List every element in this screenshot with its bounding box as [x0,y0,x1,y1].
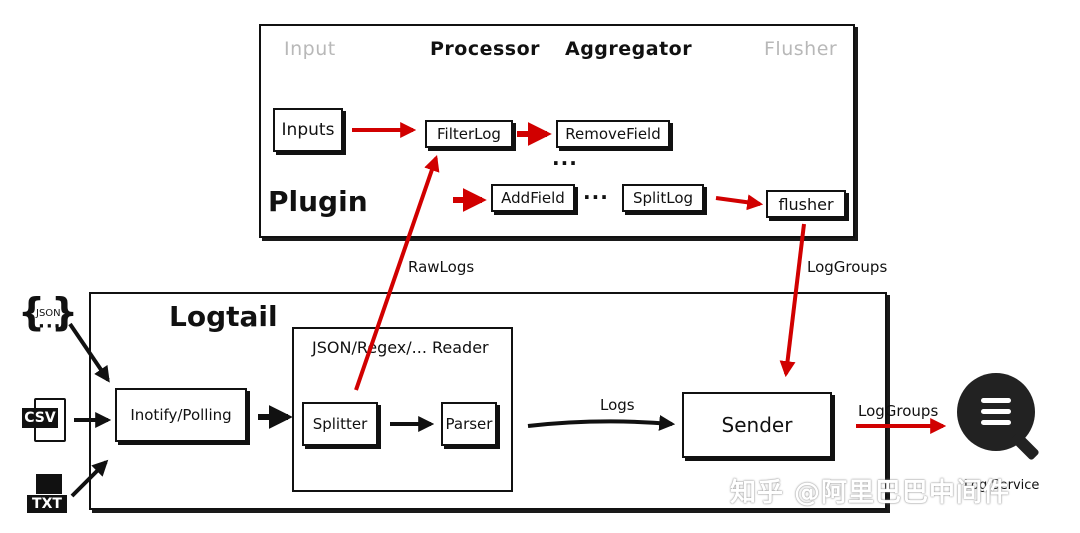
addfield-node: AddField [491,184,575,212]
reader-title: JSON/Regex/... Reader [312,338,489,357]
filterlog-node: FilterLog [425,120,513,148]
splitter-node: Splitter [302,402,378,446]
parser-node: Parser [441,402,497,446]
flusher-node: flusher [766,190,846,218]
splitlog-node: SplitLog [622,184,704,212]
stage-aggregator: Aggregator [565,38,693,60]
loggroups-right-label: LogGroups [858,402,939,420]
inotify-node: Inotify/Polling [115,388,247,442]
plugin-ellipsis-upper: ... [552,146,578,170]
watermark: 知乎 @阿里巴巴中间件 [730,478,1011,508]
plugin-title: Plugin [268,185,368,218]
stage-flusher: Flusher [764,38,838,60]
csv-label: CSV [22,408,58,428]
logtail-title: Logtail [169,300,278,333]
plugin-ellipsis-lower: ... [583,180,609,204]
stage-processor: Processor [430,38,541,60]
json-braces-icon: { } JSON ··· [18,290,78,337]
log-service-label: Log Service [964,478,1040,493]
stage-input: Input [284,38,336,60]
txt-file-icon: TXT [26,474,70,516]
loggroups-top-label: LogGroups [807,258,888,276]
inputs-node: Inputs [273,108,343,152]
sender-node: Sender [682,392,832,458]
search-list-icon [957,373,1047,463]
removefield-node: RemoveField [556,120,670,148]
txt-label: TXT [26,494,68,514]
logs-label: Logs [600,396,635,414]
csv-file-icon: CSV [22,398,68,442]
rawlogs-label: RawLogs [408,258,475,276]
json-label: JSON [36,308,61,319]
